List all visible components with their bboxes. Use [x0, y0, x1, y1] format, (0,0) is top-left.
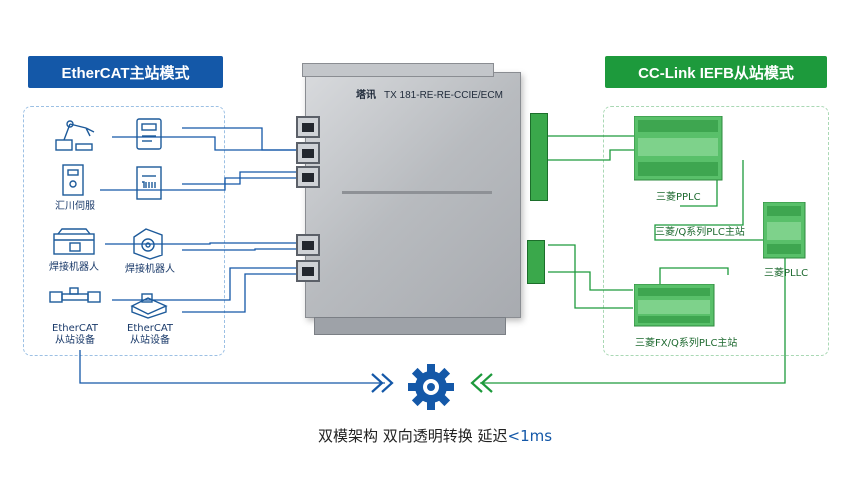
label-line-2: 从站设备 — [130, 335, 170, 346]
terminal-block-bottom — [527, 240, 545, 284]
controller-panel-icon — [136, 118, 162, 150]
terminal-block-top — [530, 113, 548, 201]
fx-q-label: 三菱FX/Q系列PLC主站 — [635, 338, 738, 349]
pipe-fitting-icon — [49, 287, 101, 303]
pplc-module-icon — [634, 116, 723, 181]
gateway-device — [302, 63, 521, 335]
robot-arm-icon — [55, 120, 95, 151]
device-model: TX 181-RE-RE-CCIE/ECM — [384, 90, 503, 101]
line-q-master — [654, 160, 770, 241]
label-line-2: 从站设备 — [55, 335, 95, 346]
footer-main-text: 双模架构 双向透明转换 延迟 — [318, 427, 508, 445]
servo-drive-icon — [62, 164, 84, 196]
line-fx-top — [659, 267, 729, 288]
ethernet-port-1 — [296, 116, 320, 138]
welding-station-label: 焊接机器人 — [49, 262, 99, 273]
device-brand: 塔讯 — [356, 90, 376, 101]
welding-station-icon — [53, 228, 95, 255]
welding-robot-label: 焊接机器人 — [125, 264, 175, 275]
device-groove — [342, 191, 492, 194]
ethernet-port-4 — [296, 234, 320, 256]
line-robot-arm — [112, 136, 296, 151]
arrow-left-1 — [371, 373, 384, 393]
line-pipe-fitting — [112, 267, 296, 301]
meter-panel-icon — [136, 166, 162, 200]
line-left-to-gear — [79, 350, 385, 384]
cclink-slave-header: CC-Link IEFB从站模式 — [605, 56, 827, 88]
ethernet-port-5 — [296, 260, 320, 282]
line-slave-device — [182, 273, 296, 313]
line-right-to-gear — [480, 258, 786, 384]
line-welding-robot — [182, 248, 296, 251]
arrow-left-2 — [381, 373, 394, 393]
welding-robot-icon — [133, 228, 163, 260]
pplc-label: 三菱PPLC — [656, 192, 701, 203]
line-controller-panel — [182, 127, 296, 151]
fx-q-module-icon — [634, 284, 715, 327]
ethernet-port-2 — [296, 142, 320, 164]
device-bottom-rail — [314, 317, 506, 335]
label-line-1: EtherCAT — [127, 323, 173, 334]
line-fx-q-2 — [548, 271, 633, 291]
footer-latency: <1ms — [507, 427, 553, 445]
slave-device-icon — [130, 293, 168, 319]
ethernet-port-3 — [296, 166, 320, 188]
device-top-rail — [302, 63, 494, 77]
device-model-label: 塔讯 TX 181-RE-RE-CCIE/ECM — [356, 86, 503, 101]
arrow-right-1 — [480, 373, 493, 393]
gear-icon — [408, 364, 454, 410]
ethercat-master-header: EtherCAT主站模式 — [28, 56, 223, 88]
servo-label: 汇川伺服 — [55, 201, 95, 212]
line-welding-station — [105, 242, 296, 245]
pllc-label: 三菱PLLC — [764, 268, 809, 279]
line-fx-q — [548, 244, 633, 309]
ethercat-device-panel — [23, 106, 225, 356]
footer-caption: 双模架构 双向透明转换 延迟<1ms — [318, 425, 552, 446]
cclink-device-panel — [603, 106, 829, 356]
line-meter-panel — [182, 171, 296, 185]
arrow-right-2 — [470, 373, 483, 393]
pllc-module-icon — [763, 202, 806, 259]
label-line-1: EtherCAT — [52, 323, 98, 334]
q-master-label: 三菱/Q系列PLC主站 — [655, 227, 745, 238]
line-pplc-2 — [548, 149, 635, 161]
